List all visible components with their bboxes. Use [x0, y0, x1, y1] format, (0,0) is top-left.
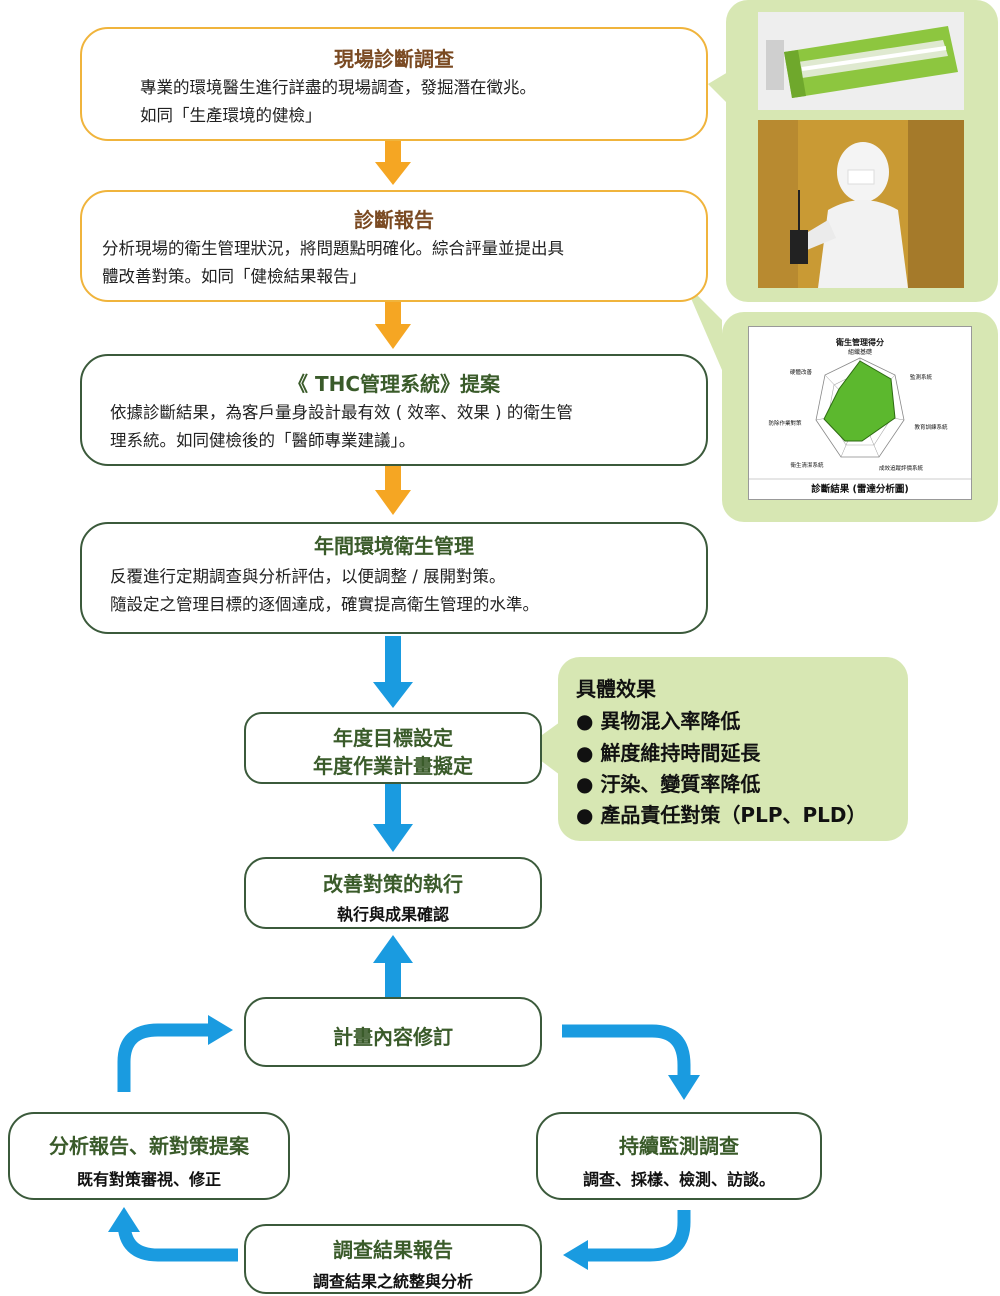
radar-subtitle: 組織基礎 [848, 348, 872, 356]
loop-arrow-to-report [585, 1210, 691, 1262]
step-site-diagnosis: 現場診斷調查 專業的環境醫生進行詳盡的現場調查，發掘潛在徵兆。 如同「生產環境的… [80, 27, 708, 141]
monitoring-box: 持續監測調查 調查、採樣、檢測、訪談。 [536, 1112, 822, 1200]
step-description-line: 專業的環境醫生進行詳盡的現場調查，發掘潛在徵兆。 [140, 78, 536, 97]
bullet-icon: ● [576, 741, 594, 765]
bullet-icon: ● [576, 709, 594, 733]
bullet-icon: ● [576, 772, 594, 796]
revision-box: 計畫內容修訂 [244, 997, 542, 1067]
step-diagnosis-report: 診斷報告 分析現場的衛生管理狀況，將問題點明確化。綜合評量並提出具 體改善對策。… [80, 190, 708, 302]
step-description-line: 依據診斷結果，為客戶量身設計最有效 ( 效率、效果 ) 的衛生管 [110, 403, 573, 422]
radar-axis-label: 監測系統 [910, 373, 933, 381]
step-description-line: 如同「生產環境的健檢」 [140, 106, 322, 125]
radar-chart-card: 衛生管理得分 組織基礎 監測系統 教育訓練系統 成效追蹤評價系統 衛生清潔系統 … [748, 326, 972, 500]
effect-item: ● 異物混入率降低 [576, 709, 741, 733]
radar-axis-label: 教育訓練系統 [914, 423, 948, 431]
radar-axis-label: 硬體改善 [790, 368, 813, 376]
callout-pointer [684, 282, 722, 370]
effect-item: ● 汙染、變質率降低 [576, 772, 761, 796]
annual-target-line: 年度目標設定 [333, 726, 453, 750]
analysis-subtitle: 既有對策審視、修正 [76, 1170, 221, 1189]
step-description-line: 分析現場的衛生管理狀況，將問題點明確化。綜合評量並提出具 [102, 239, 564, 258]
effects-heading: 具體效果 [576, 677, 656, 701]
blue-down-arrow [373, 636, 413, 708]
annual-plan-line: 年度作業計畫擬定 [313, 754, 473, 778]
step-description-line: 體改善對策。如同「健檢結果報告」 [102, 267, 366, 286]
execution-box: 改善對策的執行 執行與成果確認 [244, 857, 542, 929]
radar-axis-label: 成效追蹤評價系統 [879, 464, 924, 472]
analysis-box: 分析報告、新對策提案 既有對策審視、修正 [8, 1112, 290, 1200]
orange-down-arrow [375, 300, 411, 349]
radar-title: 衛生管理得分 [835, 337, 884, 347]
step-title: 診斷報告 [354, 208, 434, 232]
execution-subtitle: 執行與成果確認 [336, 905, 449, 924]
loop-arrow-to-analysis [117, 1221, 238, 1262]
monitoring-title: 持續監測調查 [619, 1134, 739, 1158]
step-title: 現場診斷調查 [334, 47, 454, 71]
orange-down-arrow [375, 140, 411, 185]
step-thc-proposal: 《 THC管理系統》提案 依據診斷結果，為客戶量身設計最有效 ( 效率、效果 )… [80, 354, 708, 466]
photo-uv-lamp [758, 12, 964, 110]
effects-panel: 具體效果 ● 異物混入率降低 ● 鮮度維持時間延長 ● 汙染、變質率降低 ● 產… [558, 657, 908, 841]
survey-report-subtitle: 調查結果之統整與分析 [312, 1272, 473, 1291]
loop-arrow-to-revision [117, 1023, 212, 1092]
orange-down-arrow [375, 466, 411, 515]
callout-pointer [708, 72, 728, 104]
step-description-line: 理系統。如同健檢後的「醫師專業建議」。 [110, 431, 416, 450]
monitoring-subtitle: 調查、採樣、檢測、訪談。 [582, 1170, 775, 1189]
effect-item: ● 鮮度維持時間延長 [576, 741, 761, 765]
bullet-icon: ● [576, 803, 594, 827]
step-description-line: 隨設定之管理目標的逐個達成，確實提高衛生管理的水準。 [110, 595, 539, 614]
execution-title: 改善對策的執行 [323, 872, 463, 896]
step-title: 年間環境衛生管理 [314, 534, 474, 558]
radar-axis-label: 衛生清潔系統 [790, 461, 824, 469]
photo-technician [758, 120, 964, 288]
step-annual-management: 年間環境衛生管理 反覆進行定期調查與分析評估，以便調整 / 展開對策。 隨設定之… [80, 522, 708, 634]
annual-target-box: 年度目標設定 年度作業計畫擬定 [244, 712, 542, 784]
step-title: 《 THC管理系統》提案 [287, 372, 501, 396]
survey-report-title: 調查結果報告 [333, 1238, 453, 1262]
loop-arrow-to-monitoring [562, 1024, 691, 1078]
blue-down-arrow [373, 784, 413, 852]
radar-axis-label: 防除作業對策 [768, 419, 802, 427]
radar-caption: 診斷結果 (雷達分析圖) [811, 483, 909, 495]
blue-up-arrow [373, 935, 413, 997]
survey-report-box: 調查結果報告 調查結果之統整與分析 [244, 1224, 542, 1294]
step-description-line: 反覆進行定期調查與分析評估，以便調整 / 展開對策。 [110, 567, 506, 586]
revision-title: 計畫內容修訂 [333, 1025, 453, 1049]
radar-score-shape [823, 360, 896, 442]
analysis-title: 分析報告、新對策提案 [49, 1134, 249, 1158]
effect-item: ● 產品責任對策（PLP、PLD） [576, 803, 867, 827]
callout-pointer [524, 722, 560, 775]
